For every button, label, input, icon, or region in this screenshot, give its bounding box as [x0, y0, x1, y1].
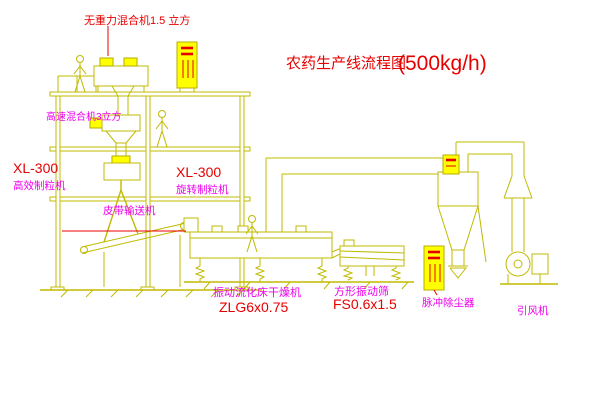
building-frame: [49, 75, 251, 291]
diagram-title: 农药生产线流程图: [286, 55, 406, 72]
belt-conveyor: [80, 222, 197, 287]
label-dryer: 振动流化床干燥机: [213, 285, 301, 299]
pulse-dust-collector: [423, 245, 445, 291]
ground-line: [40, 289, 262, 298]
label-screen: 方形振动筛: [334, 284, 389, 298]
square-vibrating-screen: [331, 239, 405, 281]
person-near-dryer: [245, 215, 259, 253]
red-annotation-lines: [62, 26, 438, 296]
label-dryer-model: ZLG6x0.75: [219, 299, 288, 315]
label-fan: 引风机: [517, 304, 549, 317]
label-belt-conveyor: 皮带输送机: [103, 204, 156, 217]
label-xl300-left: XL-300: [13, 160, 58, 176]
person-second-floor: [155, 110, 169, 148]
label-screen-model: FS0.6x1.5: [333, 296, 397, 312]
rotary-granulator: [103, 155, 141, 243]
label-xl300-mid: XL-300: [176, 164, 221, 180]
label-high-speed-mixer: 高速混合机3立方: [46, 110, 122, 123]
gravity-free-mixer: [93, 57, 149, 115]
cyclone-inlet-box: [442, 154, 460, 175]
exhaust-duct: [265, 141, 533, 252]
cyclone-separator: [437, 171, 487, 279]
label-top-mixer: 无重力混合机1.5 立方: [84, 13, 190, 27]
person-top-floor: [73, 55, 87, 93]
induced-draft-fan: [500, 251, 558, 285]
diagram-title-capacity: (500kg/h): [398, 52, 487, 75]
label-dust-collector: 脉冲除尘器: [422, 296, 475, 309]
label-granulator-left: 高效制粒机: [13, 179, 66, 192]
control-cabinet: [176, 41, 198, 92]
label-granulator-mid: 旋转制粒机: [176, 183, 229, 196]
high-speed-mixer: [89, 114, 141, 160]
fluid-bed-dryer: [183, 217, 414, 290]
